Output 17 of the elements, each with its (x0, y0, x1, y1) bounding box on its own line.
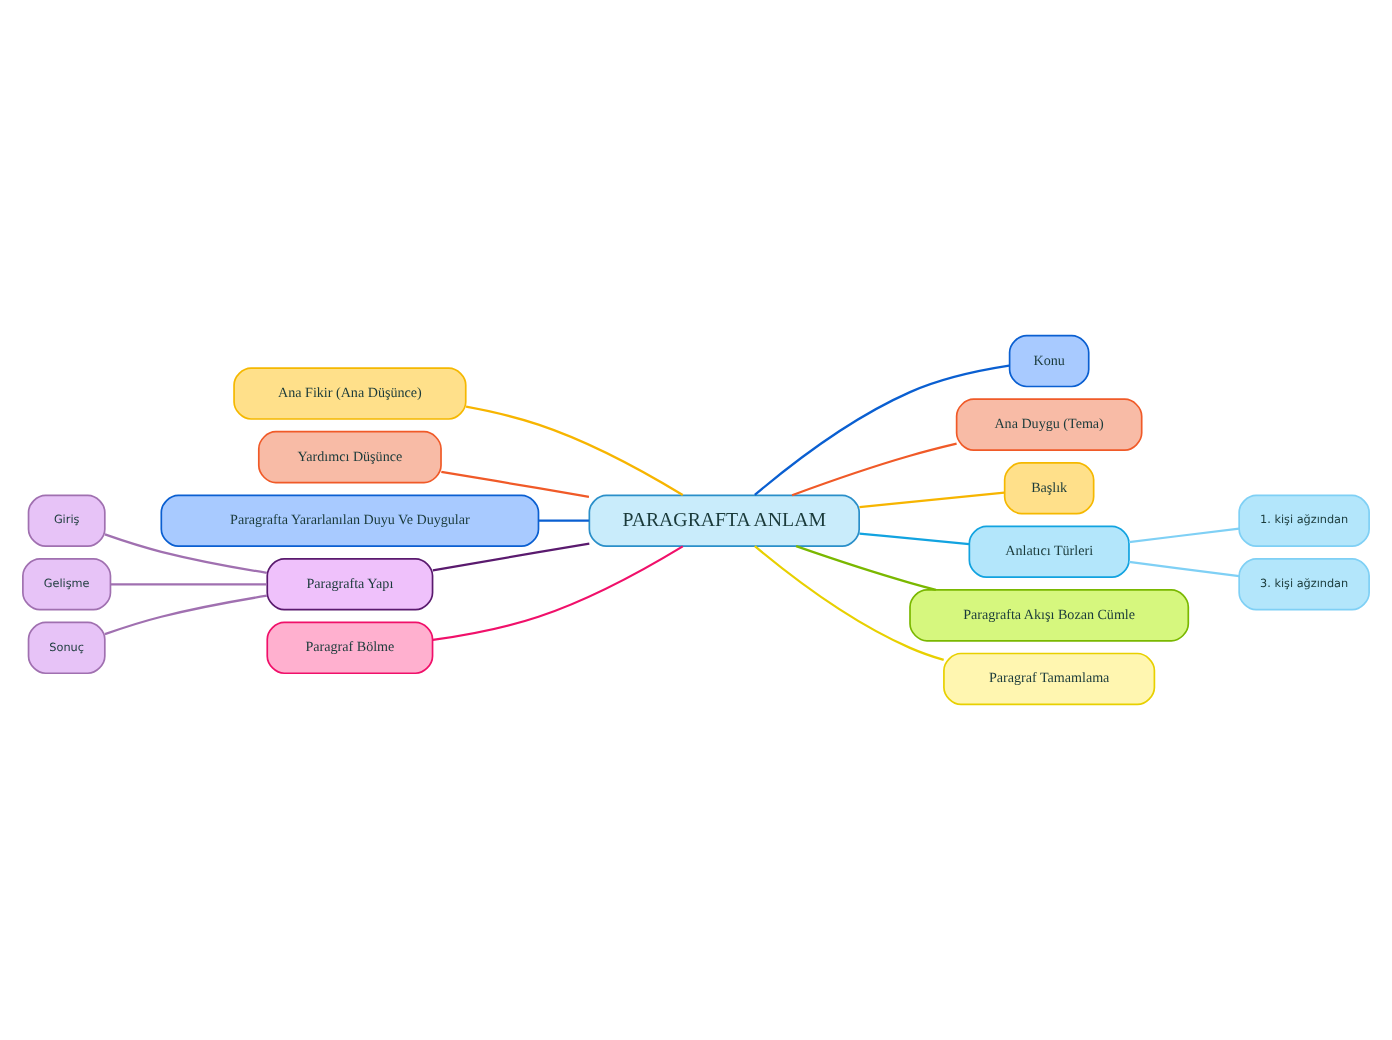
connector (859, 532, 970, 546)
connector (795, 545, 937, 591)
connector (1128, 560, 1240, 578)
connector (465, 405, 684, 497)
connector (441, 470, 590, 499)
node-box: PARAGRAFTA ANLAM (588, 494, 860, 547)
connector (754, 364, 1010, 496)
connector (104, 594, 268, 636)
connector (791, 442, 957, 497)
connector (859, 491, 1005, 509)
connector (432, 542, 590, 572)
connector (104, 533, 268, 574)
connector (1128, 527, 1240, 544)
connector (110, 583, 268, 586)
connector (538, 519, 589, 522)
connector (754, 545, 945, 662)
connector (432, 545, 684, 642)
